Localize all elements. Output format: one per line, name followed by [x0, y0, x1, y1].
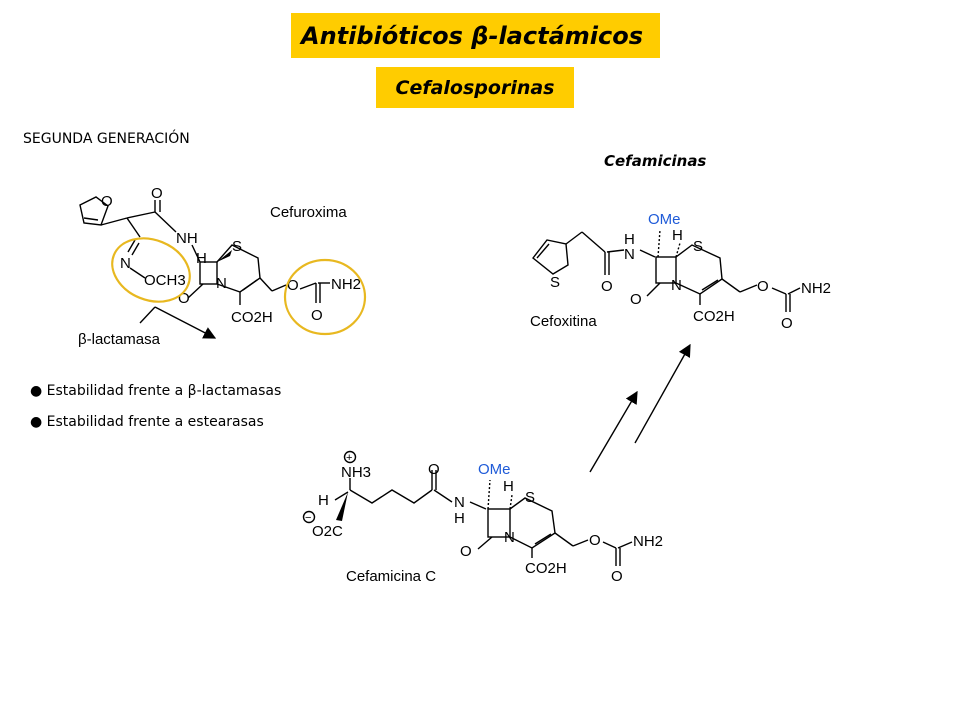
beta-lactam-ring: [199, 261, 218, 285]
atom-o: O: [101, 193, 113, 210]
atom-o: O: [611, 568, 623, 585]
atom-h: H: [454, 510, 465, 527]
lactamasa-arrow: [154, 306, 217, 339]
thiazine-ring: [509, 497, 556, 549]
bullet-item: ● Estabilidad frente a β-lactamasas: [30, 383, 281, 399]
atom-h: H: [624, 231, 635, 248]
atom-n: N: [454, 494, 465, 511]
conversion-arrow: [589, 390, 638, 473]
beta-lactam-ring: [487, 508, 511, 538]
atom-h: H: [672, 227, 683, 244]
atom-ome: OMe: [478, 461, 511, 478]
atom-s: S: [525, 489, 535, 506]
lactamasa-label: β-lactamasa: [78, 331, 161, 348]
atom-s: S: [550, 274, 560, 291]
subtitle-banner: Cefalosporinas: [376, 67, 574, 108]
atom-h: H: [503, 478, 514, 495]
atom-och3: OCH3: [144, 272, 186, 289]
atom-co2h: CO2H: [693, 308, 735, 325]
conversion-arrow: [634, 343, 691, 444]
atom-plus: +: [346, 452, 352, 464]
furan-ring: [79, 196, 109, 226]
atom-n: N: [120, 255, 131, 272]
bullet-text: Estabilidad frente a β-lactamasas: [46, 383, 282, 399]
bullet-icon: ●: [30, 383, 43, 399]
cefamicinas-heading: Cefamicinas: [604, 152, 707, 170]
page-subtitle: Cefalosporinas: [395, 76, 555, 99]
atom-o: O: [460, 543, 472, 560]
atom-o: O: [287, 277, 299, 294]
page-title: Antibióticos β-lactámicos: [301, 21, 643, 50]
atom-o: O: [178, 290, 190, 307]
bullet-text: Estabilidad frente a estearasas: [46, 414, 264, 430]
atom-o: O: [311, 307, 323, 324]
compound-name-cefoxitina: Cefoxitina: [530, 313, 597, 330]
carbamate-highlight-ring: [283, 258, 367, 336]
atom-o: O: [630, 291, 642, 308]
generation-label: SEGUNDA GENERACIÓN: [23, 131, 190, 147]
atom-o: O: [428, 461, 440, 478]
atom-n: N: [216, 275, 227, 292]
atom-o: O: [601, 278, 613, 295]
bullet-icon: ●: [30, 414, 43, 430]
atom-minus: −: [305, 512, 311, 524]
compound-name-cefamicina-c: Cefamicina C: [346, 568, 436, 585]
atom-co2h: CO2H: [525, 560, 567, 577]
cefoxitina-structure: OMe H N H S S O O N CO2H O O NH2 Cefoxit…: [530, 211, 831, 332]
atom-h: H: [318, 492, 329, 509]
atom-nh2: NH2: [331, 276, 361, 293]
thiophene-ring: [532, 239, 569, 275]
atom-o: O: [151, 185, 163, 202]
bullet-item: ● Estabilidad frente a estearasas: [30, 414, 264, 430]
oxime-highlight-ring: [111, 237, 191, 303]
atom-s: S: [693, 238, 703, 255]
atom-n: N: [504, 529, 515, 546]
atom-s: S: [232, 238, 242, 255]
atom-h: H: [196, 250, 207, 267]
atom-nh: NH: [176, 230, 198, 247]
atom-nh2: NH2: [801, 280, 831, 297]
atom-n: N: [671, 277, 682, 294]
atom-o: O: [757, 278, 769, 295]
thiazine-ring: [216, 244, 261, 293]
cefamicina-c-structure: + − NH3 H O2C O N H OMe H S N O CO2H: [302, 450, 663, 585]
atom-nh3: NH3: [341, 464, 371, 481]
atom-nh2: NH2: [633, 533, 663, 550]
beta-lactam-ring: [655, 256, 677, 284]
title-banner: Antibióticos β-lactámicos: [291, 13, 660, 58]
compound-name-cefuroxima: Cefuroxima: [270, 204, 347, 221]
thiazine-ring: [675, 244, 723, 295]
atom-o: O: [589, 532, 601, 549]
negative-charge-icon: [302, 510, 316, 524]
cefuroxima-structure: O O NH N OCH3 S H N O CO2H O O NH2 Cefur…: [78, 185, 367, 348]
atom-ome: OMe: [648, 211, 681, 228]
positive-charge-icon: [343, 450, 357, 464]
atom-n: N: [624, 246, 635, 263]
atom-o2c: O2C: [312, 523, 343, 540]
atom-co2h: CO2H: [231, 309, 273, 326]
atom-o: O: [781, 315, 793, 332]
